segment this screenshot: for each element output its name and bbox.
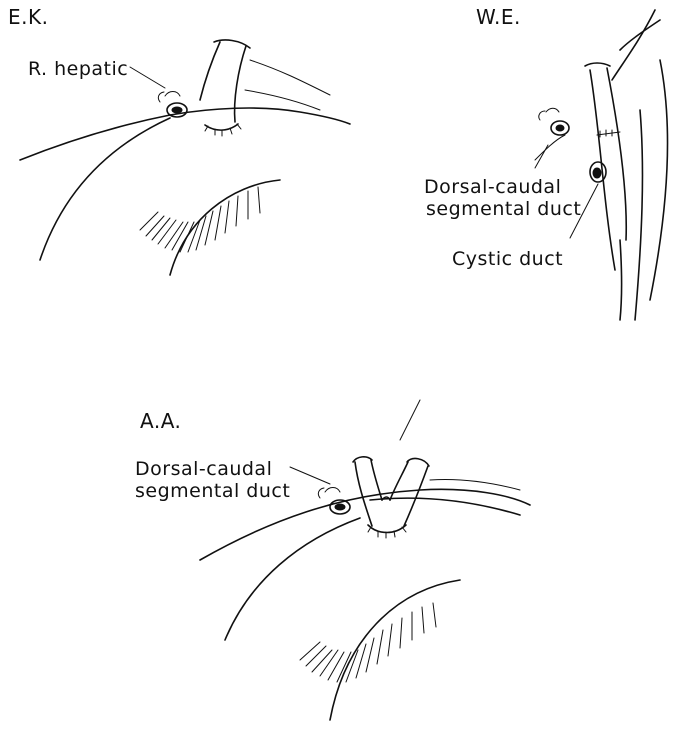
ek-lower-arch	[170, 180, 280, 275]
aa-lower-arch	[330, 580, 460, 720]
aa-duct-right-inner	[390, 462, 408, 500]
we-segmental-duct-label: segmental duct	[426, 198, 581, 220]
we-cbd-right	[635, 110, 642, 320]
ek-duct-left	[200, 42, 220, 100]
ek-r-hepatic-label: R. hepatic	[28, 58, 128, 80]
ek-pointer	[130, 67, 165, 88]
we-dorsal-caudal-label: Dorsal-caudal	[424, 176, 561, 198]
aa-dorsal-caudal-label: Dorsal-caudal	[135, 458, 272, 480]
ek-duct-right	[235, 46, 246, 122]
ek-hatching	[140, 187, 260, 252]
ek-liver-edge	[20, 108, 350, 160]
aa-cut-right	[407, 459, 429, 466]
ek-anastomosis	[205, 124, 238, 130]
panel-aa-drawing	[200, 400, 530, 720]
we-cbd-left	[620, 240, 622, 320]
ek-r-hepatic-lumen	[172, 107, 182, 113]
ek-ligature	[158, 92, 180, 103]
aa-pointer	[290, 467, 330, 484]
panel-we-drawing	[535, 10, 667, 320]
aa-cut-left	[353, 457, 372, 462]
panel-ek-title: E.K.	[8, 6, 48, 28]
panel-aa-title: A.A.	[140, 410, 181, 432]
we-long-line	[612, 10, 655, 80]
aa-duct-right-outer	[404, 466, 428, 526]
we-pointer-dorsal	[535, 145, 548, 168]
ek-liver-curve	[40, 118, 170, 260]
aa-segmental-duct-label: segmental duct	[135, 480, 290, 502]
we-right-curve	[650, 60, 667, 300]
we-duct-right	[607, 68, 626, 240]
aa-anastomosis	[368, 525, 406, 533]
aa-hatching	[300, 603, 436, 682]
aa-duct-left-outer	[355, 462, 372, 526]
we-duct-cut	[585, 63, 610, 66]
panel-we-title: W.E.	[476, 6, 521, 28]
we-cystic-duct-label: Cystic duct	[452, 248, 563, 270]
aa-duct-left-inner	[371, 460, 382, 500]
